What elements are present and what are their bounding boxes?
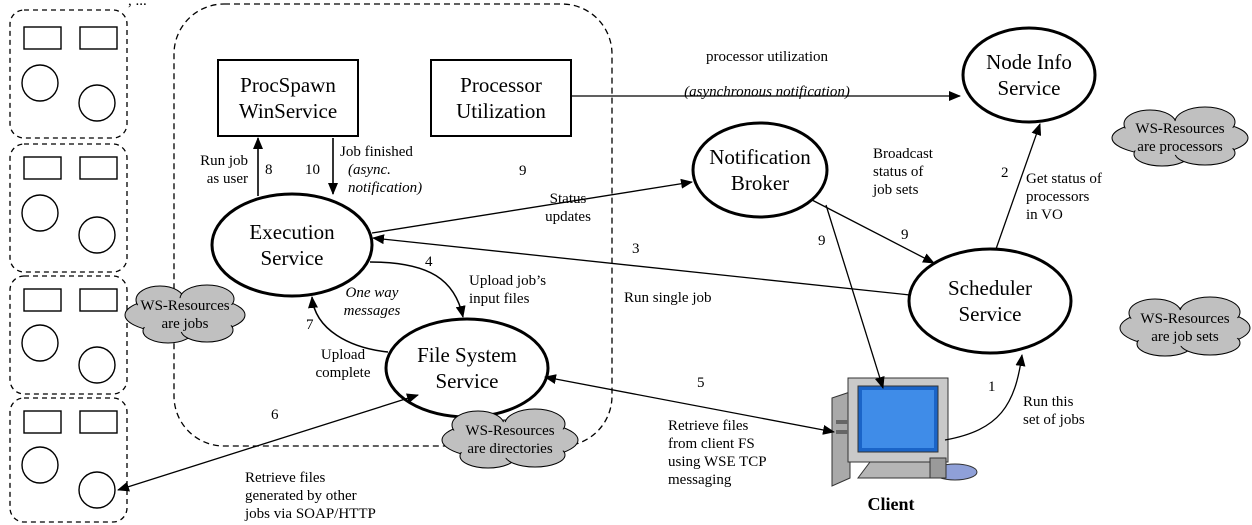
edge-label-1: 1 (988, 379, 996, 395)
cloud-processors (1111, 106, 1249, 167)
edge-label-2: 2 (1001, 165, 1009, 181)
edge-label-4: 4 (425, 254, 433, 270)
compute-node-1 (9, 9, 128, 139)
edge-label-5: 5 (697, 375, 705, 391)
notification-ellipse (691, 121, 829, 219)
edge-label-6: 6 (271, 407, 279, 423)
compute-node-3 (9, 275, 128, 395)
edge-4 (369, 261, 466, 318)
procspawn-box (217, 59, 359, 137)
edge-label-7: 7 (306, 317, 314, 333)
edge-1 (944, 354, 1026, 441)
compute-node-2 (9, 143, 128, 273)
edge-7 (308, 296, 389, 353)
edge-label-9-client: 9 (818, 233, 826, 249)
procutil-box (430, 59, 572, 137)
edge-2 (995, 123, 1042, 250)
edge-label-8: 8 (265, 162, 273, 178)
cloud-jobs (124, 284, 246, 344)
edge-label-async: (asynchronous notification) (684, 84, 850, 100)
scheduler-ellipse (907, 247, 1073, 355)
edge-label-job-finished: Job finished (340, 144, 413, 160)
edge-label-3: 3 (632, 241, 640, 257)
nodeinfo-ellipse (961, 26, 1097, 124)
execution-ellipse (210, 192, 374, 298)
edge-label-9-status: 9 (519, 163, 527, 179)
edge-5 (544, 374, 835, 435)
edge-9-status (371, 178, 693, 234)
edge-3 (372, 234, 911, 296)
edge-label-async-notif: (async.notification) (348, 162, 423, 196)
compute-node-4 (9, 397, 128, 523)
edge-label-proc-util: processor utilization (705, 49, 829, 65)
caption-fragment: , ... (128, 0, 147, 9)
client-computer-icon (831, 377, 978, 487)
cloud-jobsets (1119, 296, 1251, 357)
edge-6 (117, 393, 419, 492)
edge-label-10: 10 (305, 162, 320, 178)
edge-label-9-broadcast: 9 (901, 227, 909, 243)
edge-9-client (825, 204, 885, 389)
edge-9-broadcast (811, 199, 935, 264)
client-label: Client (867, 494, 915, 514)
edge-label-run-single-job: Run single job (624, 290, 712, 306)
